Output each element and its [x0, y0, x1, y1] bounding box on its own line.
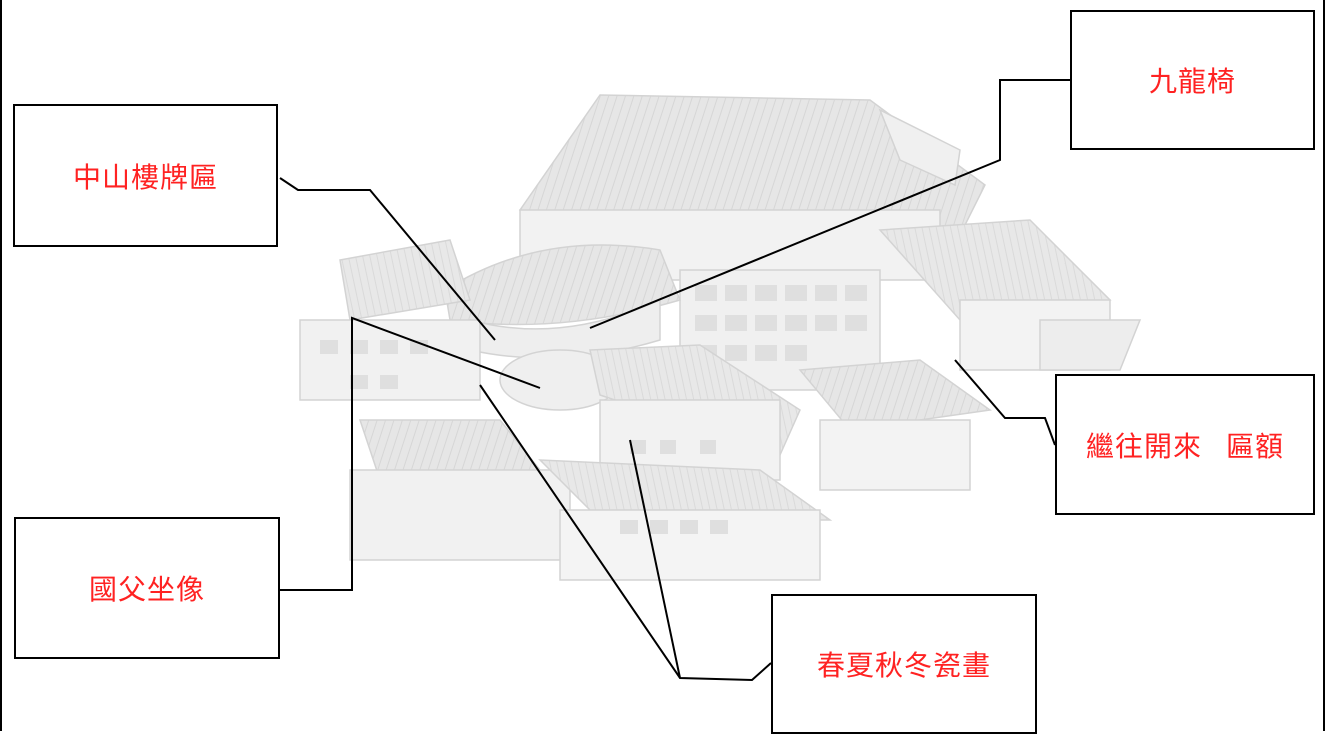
- label-nine-dragon-chair: 九龍椅: [1070, 10, 1315, 150]
- label-nine-dragon-chair-text: 九龍椅: [1148, 65, 1236, 98]
- label-jiwang-kailai-plaque: 繼往開來 匾額: [1055, 374, 1315, 515]
- leader-line-four-seasons-b: [629, 439, 681, 679]
- label-jiwang-kailai-plaque-text: 繼往開來 匾額: [1086, 429, 1284, 463]
- label-four-seasons-porcelain: 春夏秋冬瓷畫: [771, 594, 1037, 734]
- leader-line-zhongshan-plaque: [279, 177, 496, 341]
- label-four-seasons-porcelain-text: 春夏秋冬瓷畫: [816, 649, 991, 682]
- label-zhongshan-plaque-text: 中山樓牌匾: [72, 160, 218, 194]
- label-guofu-statue-text: 國父坐像: [88, 573, 205, 606]
- leader-line-nine-dragon-chair: [589, 79, 1070, 329]
- leader-line-four-seasons-a: [479, 384, 772, 682]
- leader-line-guofu-statue: [280, 316, 541, 591]
- label-guofu-statue: 國父坐像: [14, 517, 280, 659]
- leader-line-jiwang-plaque: [954, 359, 1056, 446]
- label-zhongshan-plaque: 中山樓牌匾: [13, 104, 278, 247]
